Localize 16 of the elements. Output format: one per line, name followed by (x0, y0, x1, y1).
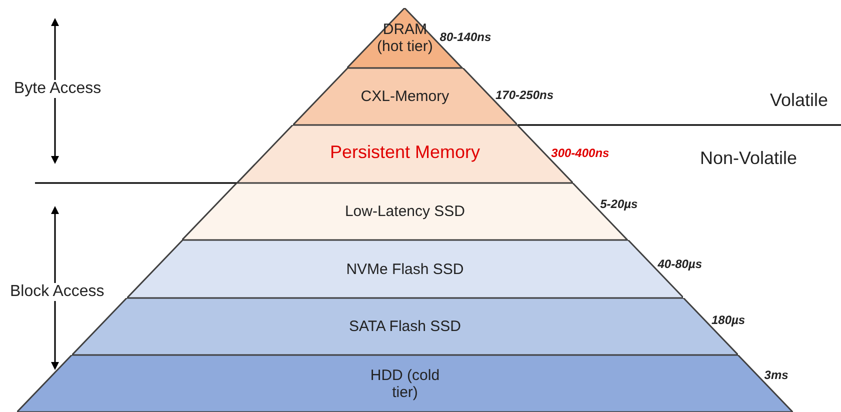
side-label: Byte Access (14, 80, 102, 98)
latency-label: 300-400ns (551, 146, 610, 160)
latency-label: 180µs (711, 313, 746, 327)
tier-label: HDD (cold tier) (369, 366, 441, 400)
latency-label: 40-80µs (658, 257, 702, 271)
latency-label: 5-20µs (600, 197, 638, 211)
tier-label: Persistent Memory (328, 144, 482, 161)
side-label: Block Access (10, 283, 104, 301)
tier-label: Low-Latency SSD (344, 203, 466, 220)
tier-label: DRAM (hot tier) (376, 21, 434, 55)
tier-label: SATA Flash SSD (348, 318, 462, 335)
latency-label: 170-250ns (495, 88, 554, 102)
tier-label: NVMe Flash SSD (345, 260, 465, 278)
latency-label: 3ms (764, 368, 788, 382)
latency-label: 80-140ns (440, 30, 492, 44)
tier-band (17, 355, 793, 412)
